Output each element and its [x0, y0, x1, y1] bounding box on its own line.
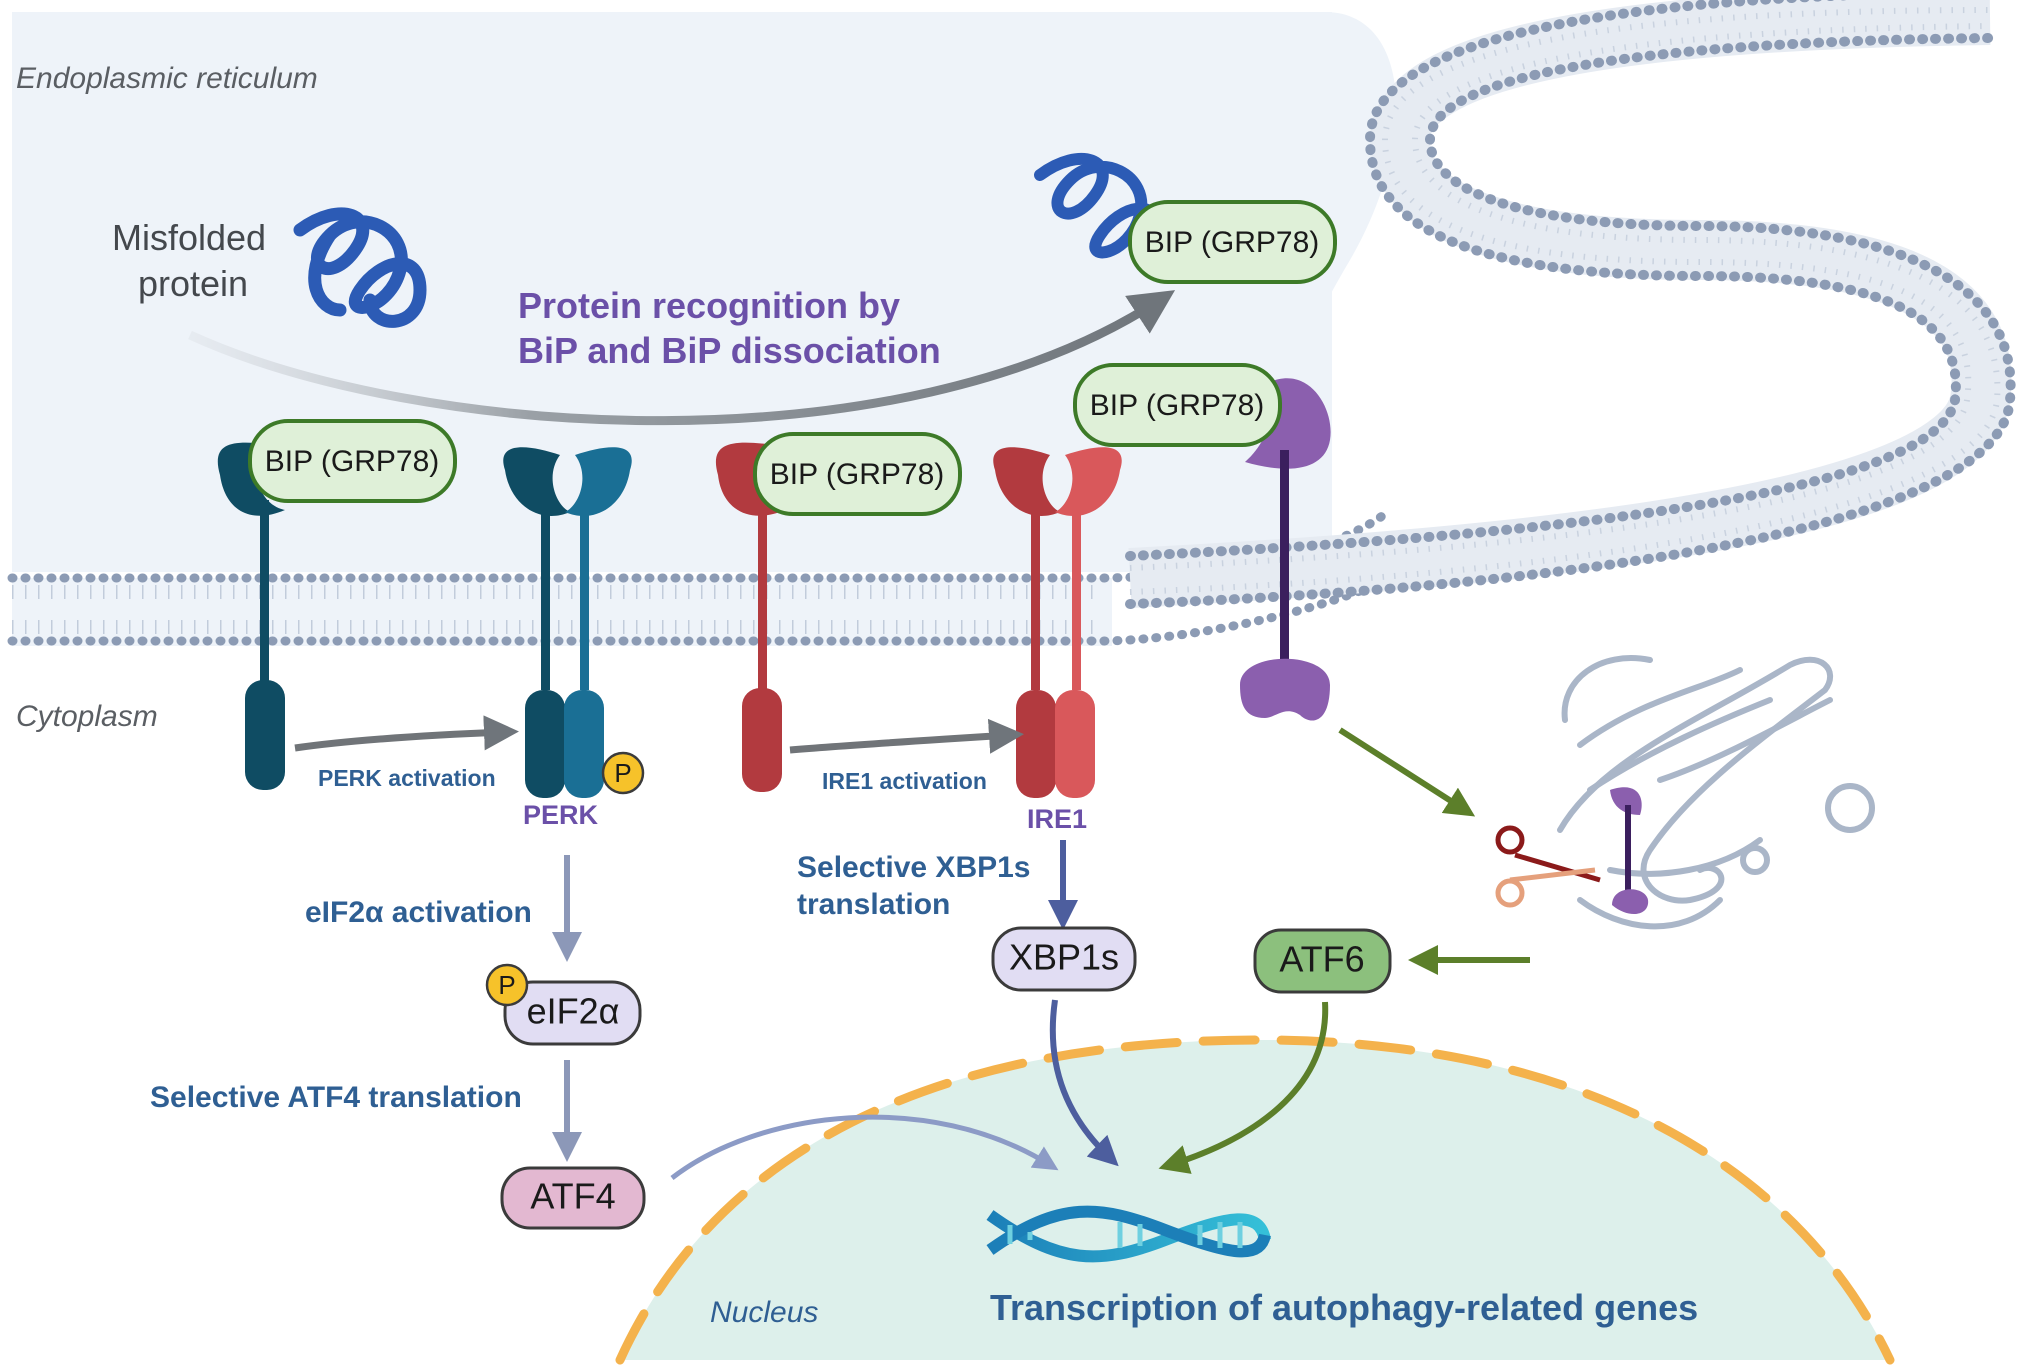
svg-text:BIP (GRP78): BIP (GRP78) — [1090, 389, 1265, 422]
atf6-golgi-cleaved — [1610, 787, 1649, 915]
er-label: Endoplasmic reticulum — [16, 62, 318, 95]
ire1-activation-label: IRE1 activation — [822, 768, 987, 794]
recognition-label-line2: BiP and BiP dissociation — [518, 330, 941, 371]
svg-text:eIF2α: eIF2α — [527, 991, 620, 1032]
transcription-label: Transcription of autophagy-related genes — [990, 1287, 1698, 1328]
svg-text:BIP (GRP78): BIP (GRP78) — [265, 445, 440, 478]
xbp1s-translation-label-line1: Selective XBP1s — [797, 851, 1030, 884]
phospho-perk — [601, 751, 645, 795]
scissors-icon — [1495, 825, 1601, 908]
eif2a-box: eIF2α P — [485, 963, 642, 1046]
perk-activation-label: PERK activation — [318, 765, 496, 791]
recognition-arrow — [188, 290, 1176, 426]
bip-box-top: BIP (GRP78) — [1128, 200, 1337, 284]
xbp1s-to-dna-arrow — [1049, 999, 1119, 1167]
svg-text:BIP (GRP78): BIP (GRP78) — [1145, 226, 1320, 259]
nucleus-label: Nucleus — [710, 1296, 818, 1329]
ire1-inactive — [715, 442, 785, 792]
atf4-box: ATF4 — [500, 1166, 646, 1230]
ire1-activation-arrow — [789, 718, 1024, 754]
atf6-box: ATF6 — [1253, 928, 1392, 994]
bip-box-perk: BIP (GRP78) — [248, 419, 457, 503]
golgi-apparatus — [1557, 655, 1875, 930]
nuclear-envelope — [615, 1035, 1895, 1365]
eif2a-activation-label: eIF2α activation — [305, 896, 532, 929]
nucleus-body — [620, 1040, 1890, 1360]
ire1-name: IRE1 — [1027, 804, 1087, 834]
atf6-to-golgi-arrow — [1338, 727, 1476, 817]
svg-text:BIP (GRP78): BIP (GRP78) — [770, 458, 945, 491]
bip-box-ire1: BIP (GRP78) — [753, 432, 962, 516]
misfolded-label-line1: Misfolded — [112, 217, 266, 258]
svg-text:ATF6: ATF6 — [1279, 939, 1364, 980]
er-membrane-fold — [1125, 0, 2016, 609]
perk-name: PERK — [523, 800, 599, 830]
atf6-receptor — [1240, 378, 1331, 721]
cytoplasm-label: Cytoplasm — [16, 700, 158, 733]
svg-text:XBP1s: XBP1s — [1009, 937, 1119, 978]
ire1-dimer — [993, 447, 1122, 798]
svg-text:ATF4: ATF4 — [530, 1176, 615, 1217]
svg-text:P: P — [498, 970, 515, 1000]
phospho-eif2a — [485, 963, 529, 1007]
atf4-to-dna-arrow — [670, 1114, 1059, 1180]
recognition-label-line1: Protein recognition by — [518, 285, 900, 326]
svg-text:P: P — [614, 758, 631, 788]
misfolded-protein-icon — [293, 207, 427, 328]
xbp1s-box: XBP1s — [991, 926, 1137, 992]
misfolded-protein-bound-icon — [1034, 153, 1166, 259]
perk-dimer: P — [503, 447, 645, 798]
perk-activation-arrow — [294, 715, 519, 752]
misfolded-label-line2: protein — [138, 263, 248, 304]
atf4-translation-label: Selective ATF4 translation — [150, 1081, 522, 1114]
dna-icon — [986, 1205, 1271, 1263]
xbp1s-translation-label-line2: translation — [797, 888, 950, 921]
bip-box-atf6: BIP (GRP78) — [1073, 363, 1282, 447]
atf6-to-dna-arrow — [1158, 1001, 1329, 1174]
